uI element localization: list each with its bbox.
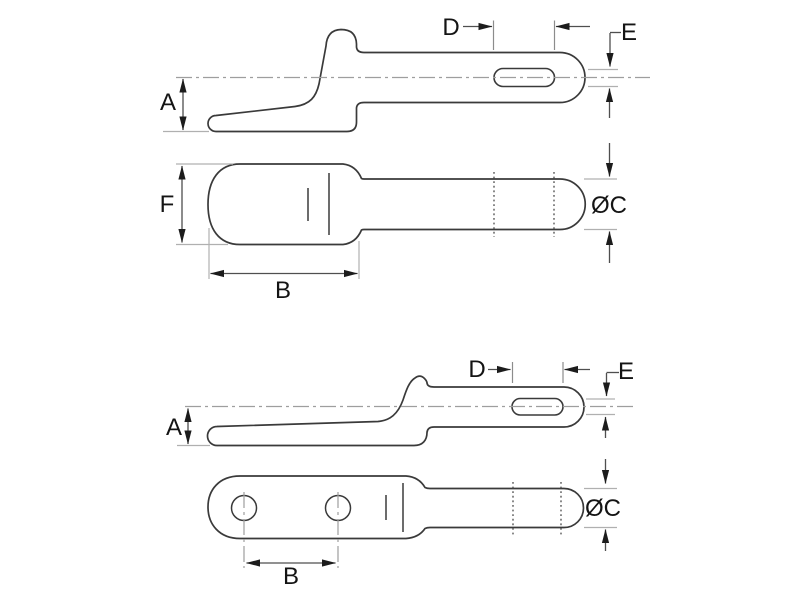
dimension-b: B <box>246 559 336 590</box>
dimension-e: E <box>586 358 634 438</box>
dim-label-e-bottom: E <box>618 358 634 385</box>
dim-label-a-top: A <box>160 89 176 116</box>
dimension-a: A <box>160 78 209 133</box>
dimension-d: D <box>468 356 590 383</box>
dim-label-e-top: E <box>621 19 637 46</box>
dim-label-f-top: F <box>160 191 175 218</box>
dim-label-d-bottom: D <box>468 356 485 383</box>
dimension-d: D <box>442 14 590 50</box>
dim-label-c-bottom: ØC <box>585 495 621 522</box>
dimension-a: A <box>166 408 210 447</box>
dimension-f: F <box>160 163 233 246</box>
part-outline <box>207 475 585 540</box>
dim-label-c-top: ØC <box>591 192 627 219</box>
part-outline <box>207 163 587 246</box>
dim-label-a-bottom: A <box>166 414 182 441</box>
dim-label-d-top: D <box>442 14 459 41</box>
dimension-c: ØC <box>584 459 621 551</box>
part-outline <box>206 375 585 447</box>
bottom-plan-view: B ØC <box>207 459 621 590</box>
bottom-side-view: A D E <box>166 356 634 447</box>
dim-label-b-bottom: B <box>283 563 299 590</box>
dimension-e: E <box>588 19 637 118</box>
dimension-b: B <box>208 228 360 304</box>
top-plan-view: F B ØC <box>160 143 627 304</box>
dim-label-b-top: B <box>275 277 291 304</box>
part-outline <box>207 28 586 133</box>
dimension-c: ØC <box>584 143 627 263</box>
top-side-view: A D E <box>160 14 650 133</box>
